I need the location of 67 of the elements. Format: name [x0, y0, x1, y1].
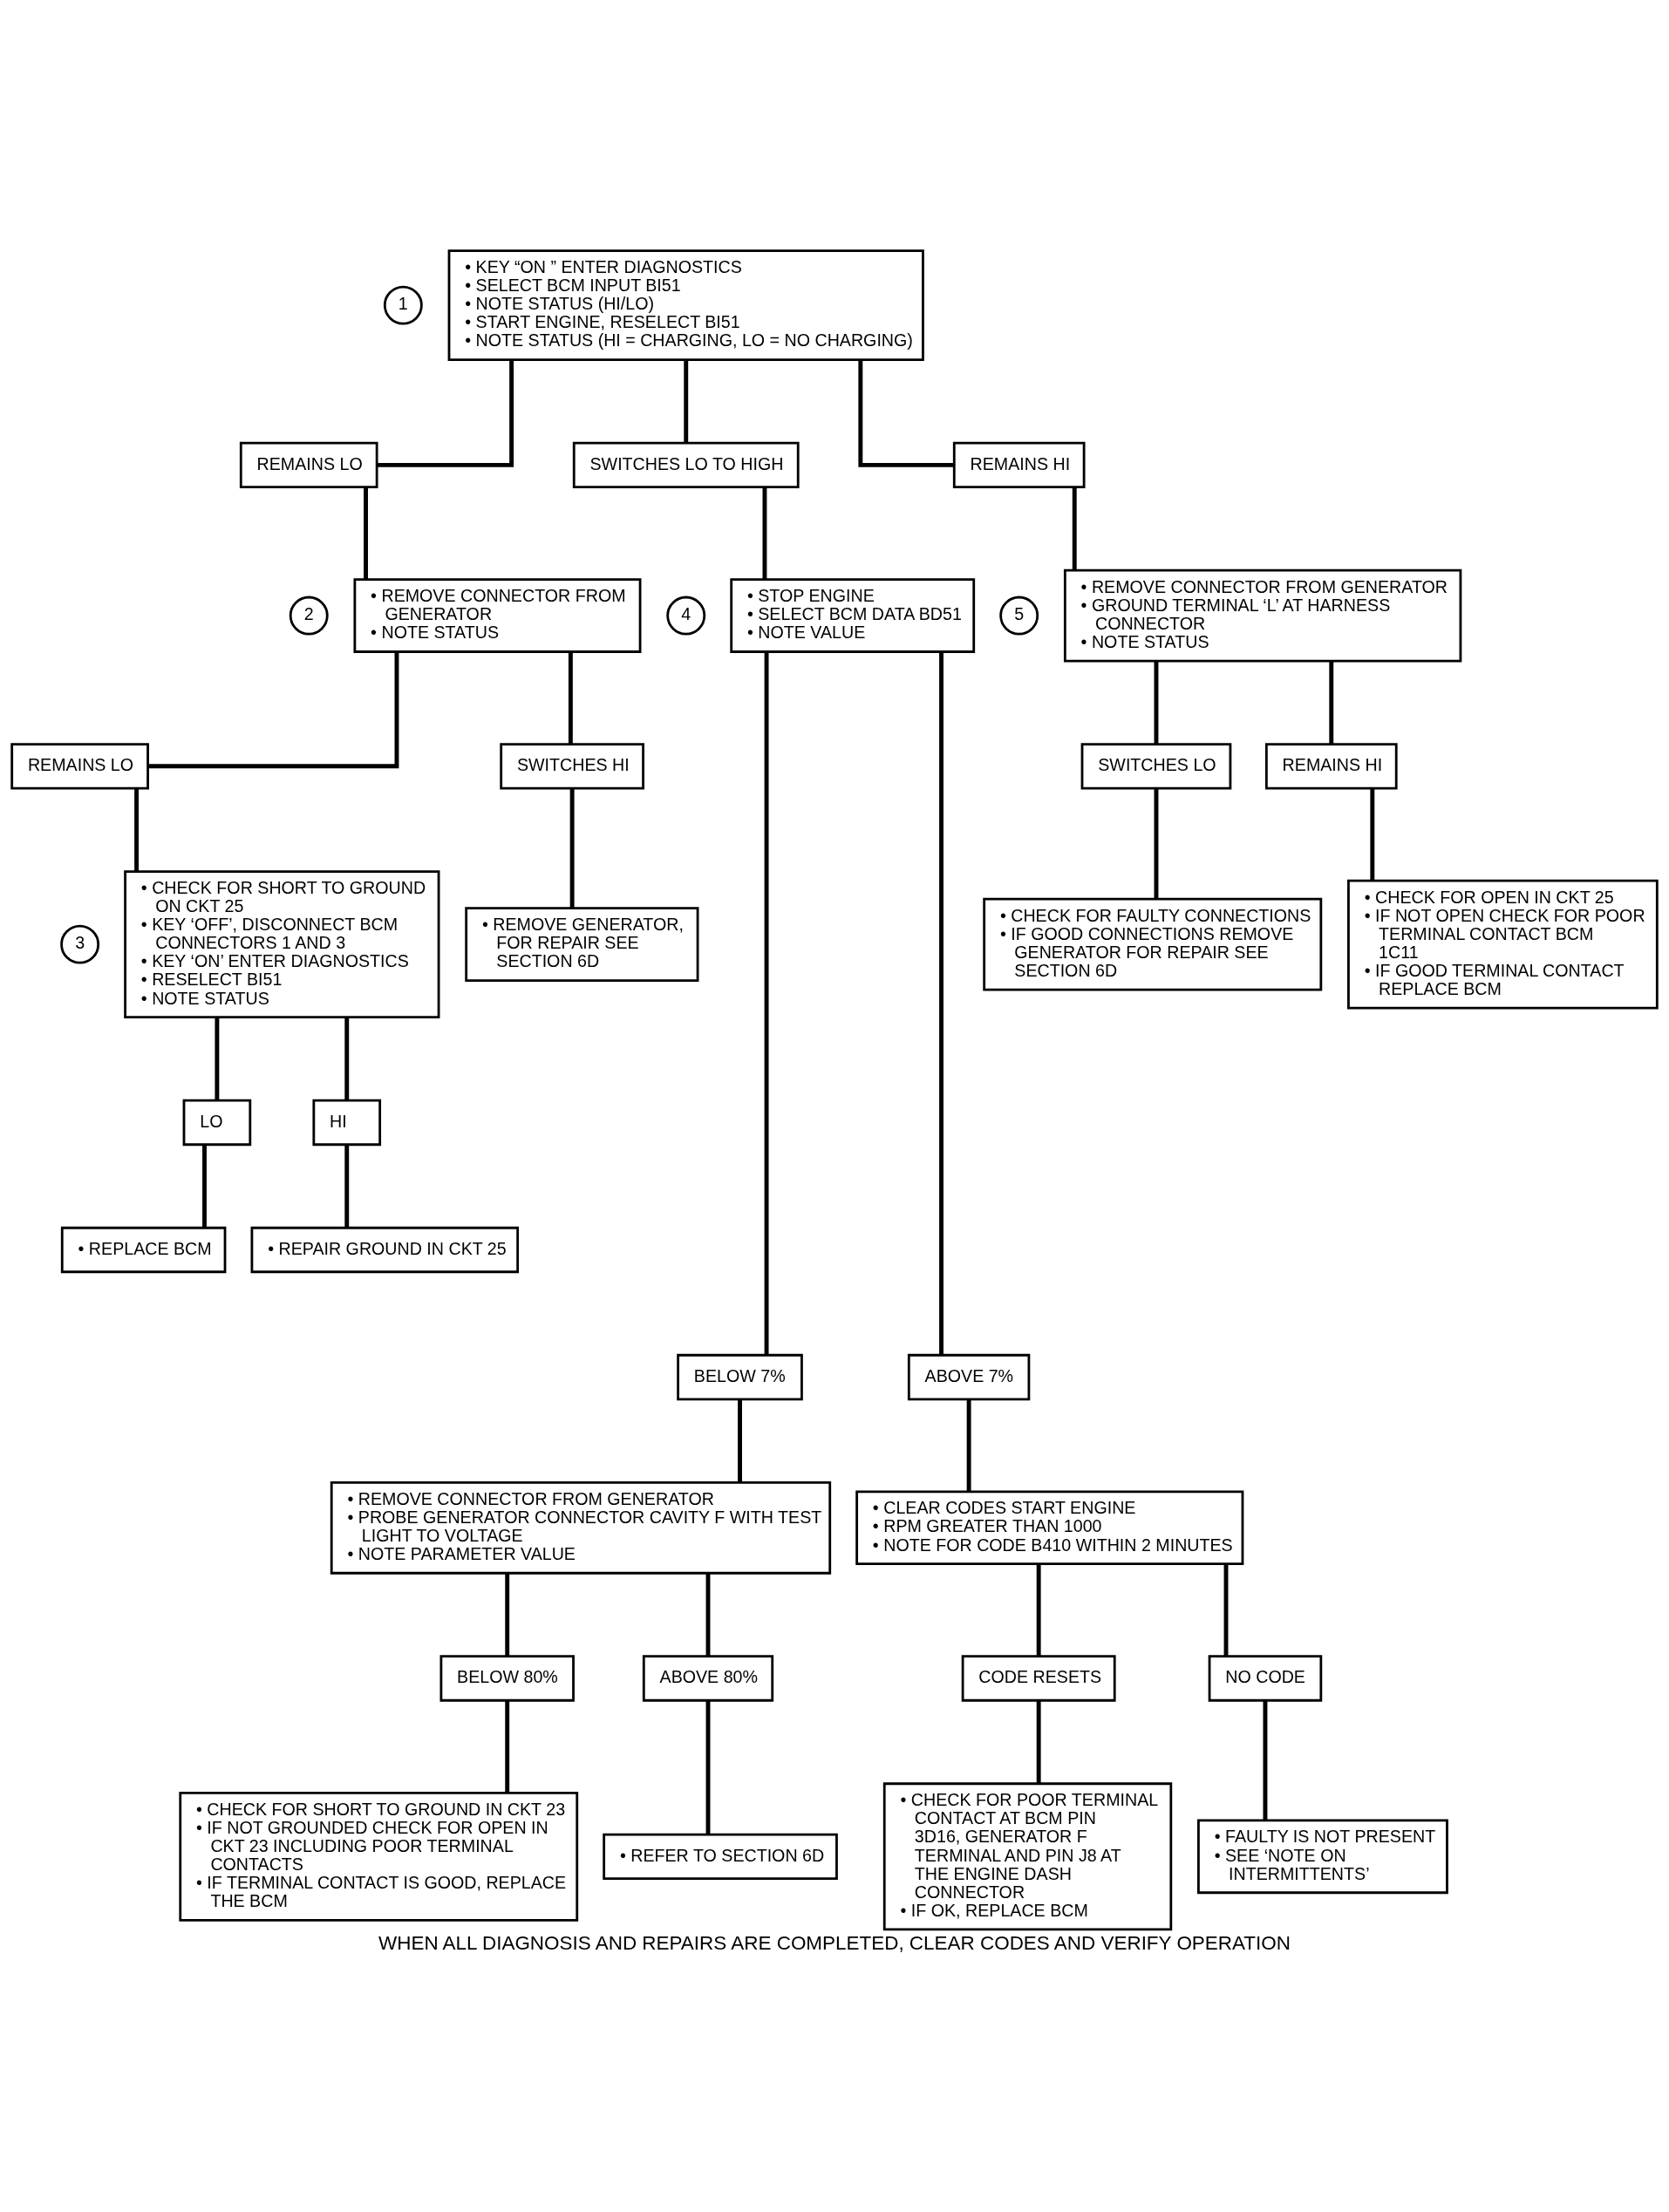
connector — [147, 651, 399, 769]
connector — [939, 651, 943, 1356]
node-box: NO CODE — [1208, 1655, 1323, 1702]
connector — [202, 1144, 207, 1228]
node-box: CODE RESETS — [961, 1655, 1116, 1702]
node-box: ABOVE 7% — [907, 1353, 1031, 1401]
connector — [1072, 487, 1077, 571]
connector — [569, 788, 575, 909]
node-box: • REPAIR GROUND IN CKT 25 — [250, 1226, 520, 1274]
connector — [1036, 1700, 1041, 1784]
connector — [966, 1399, 971, 1492]
node-box: BELOW 80% — [439, 1655, 575, 1702]
connector — [377, 359, 514, 467]
node-box: • REFER TO SECTION 6D — [603, 1833, 838, 1880]
connector — [1263, 1700, 1268, 1821]
connector — [505, 1573, 510, 1657]
connector — [134, 788, 140, 872]
connector — [1370, 788, 1375, 881]
node-box: • REPLACE BCM — [60, 1226, 227, 1274]
node-label: 2 — [303, 604, 314, 624]
node-box: • CHECK FOR OPEN IN CKT 25 • IF NOT OPEN CHECK FOR POOR TERMINAL CONTACT BCM 1C11 • IF GOOD TERMINAL CONTACT REPLACE BCM — [1347, 879, 1659, 1010]
connector — [1154, 661, 1159, 745]
node-box: • CHECK FOR FAULTY CONNECTIONS • IF GOOD CONNECTIONS REMOVE GENERATOR FOR REPAIR SEE SECTION 6D — [983, 897, 1323, 991]
node-box: • CHECK FOR SHORT TO GROUND ON CKT 25 • KEY ‘OFF’, DISCONNECT BCM CONNECTORS 1 AND 3 • KEY ‘ON’ ENTER DIAGNOSTICS • RESELECT BI51 • NOTE STATUS — [124, 870, 440, 1019]
node-box: • STOP ENGINE • SELECT BCM DATA BD51 • NOTE VALUE — [730, 578, 976, 653]
node-label: 4 — [681, 604, 691, 624]
node-label: 1 — [398, 294, 408, 314]
node-box: REMAINS LO — [10, 743, 149, 790]
node-box: • KEY “ON ” ENTER DIAGNOSTICS • SELECT BCM INPUT BI51 • NOTE STATUS (HI/LO) • START ENGINE, RESELECT BI51 • NOTE STATUS (HI = CHARGING, LO = NO CHARGING) — [447, 249, 924, 361]
node-box: REMAINS HI — [1264, 743, 1398, 790]
connector — [344, 1017, 350, 1100]
connector — [344, 1144, 350, 1228]
node-box: • REMOVE CONNECTOR FROM GENERATOR • GROUND TERMINAL ‘L’ AT HARNESS CONNECTOR • NOTE STATUS — [1063, 568, 1462, 663]
node-box: • FAULTY IS NOT PRESENT • SEE ‘NOTE ON INTERMITTENTS’ — [1197, 1819, 1448, 1895]
connector — [764, 651, 769, 1356]
node-box: HI — [312, 1099, 382, 1147]
node-label: 3 — [75, 933, 85, 953]
node-box: REMAINS HI — [952, 441, 1086, 489]
connector — [684, 359, 689, 443]
connector — [1036, 1564, 1041, 1657]
connector — [1154, 788, 1159, 899]
connector — [215, 1017, 220, 1100]
node-box: • REMOVE CONNECTOR FROM GENERATOR • PROBE GENERATOR CONNECTOR CAVITY F WITH TEST LIGHT TO VOLTAGE • NOTE PARAMETER VALUE — [330, 1480, 832, 1575]
connector — [858, 359, 955, 467]
node-box: BELOW 7% — [677, 1353, 803, 1401]
node-box: LO — [182, 1099, 252, 1147]
connector — [705, 1700, 711, 1834]
node-box: ABOVE 80% — [642, 1655, 774, 1702]
node-box: • CLEAR CODES START ENGINE • RPM GREATER THAN 1000 • NOTE FOR CODE B410 WITHIN 2 MINUTES — [855, 1490, 1244, 1566]
connector — [1223, 1564, 1229, 1657]
node-box: • CHECK FOR SHORT TO GROUND IN CKT 23 • IF NOT GROUNDED CHECK FOR OPEN IN CKT 23 INCLUDING POOR TERMINAL CONTACTS • IF TERMINAL CONTACT IS GOOD, REPLACE THE BCM — [179, 1791, 579, 1922]
connector — [568, 651, 573, 745]
connector — [738, 1399, 742, 1483]
node-box: • REMOVE CONNECTOR FROM GENERATOR • NOTE STATUS — [353, 578, 642, 653]
node-box: SWITCHES LO TO HIGH — [572, 441, 800, 489]
caption: WHEN ALL DIAGNOSIS AND REPAIRS ARE COMPLETED, CLEAR CODES AND VERIFY OPERATION — [378, 1932, 1291, 1955]
node-box: • CHECK FOR POOR TERMINAL CONTACT AT BCM PIN 3D16, GENERATOR F TERMINAL AND PIN J8 AT THE ENGINE DASH CONNECTOR • IF OK, REPLACE BCM — [882, 1782, 1173, 1931]
node-box: REMAINS LO — [239, 441, 378, 489]
connector — [364, 487, 368, 580]
connector — [505, 1700, 510, 1793]
connector — [1329, 661, 1334, 745]
node-label: 5 — [1014, 604, 1025, 624]
connector — [762, 487, 767, 580]
node-box: SWITCHES LO — [1080, 743, 1232, 790]
node-box: SWITCHES HI — [500, 743, 644, 790]
connector — [705, 1573, 711, 1657]
node-box: • REMOVE GENERATOR, FOR REPAIR SEE SECTION 6D — [465, 907, 699, 982]
